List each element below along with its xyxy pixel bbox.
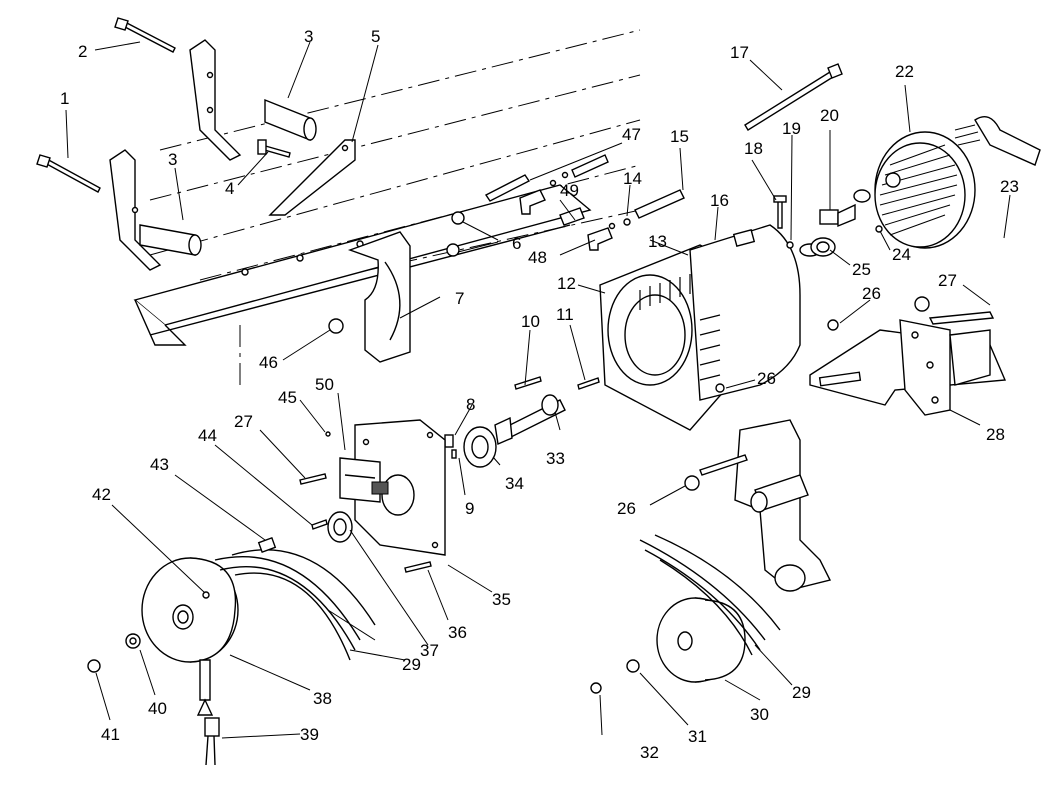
- callout-43: 43: [150, 455, 169, 474]
- callout-37: 37: [420, 641, 439, 660]
- callout-32: 32: [640, 743, 659, 762]
- plate-5: [268, 139, 356, 216]
- callout-7: 7: [455, 289, 464, 308]
- callout-5: 5: [371, 27, 380, 46]
- bracket-left: [109, 149, 202, 271]
- nuts-6-46: [328, 211, 465, 334]
- callout-31: 31: [688, 727, 707, 746]
- callout-23: 23: [1000, 177, 1019, 196]
- bracket-right: [189, 39, 317, 161]
- callout-45: 45: [278, 388, 297, 407]
- plate-35: [299, 419, 446, 573]
- callout-13: 13: [648, 232, 667, 251]
- callout-25: 25: [852, 260, 871, 279]
- callout-26-middle: 26: [757, 369, 776, 388]
- callout-38: 38: [313, 689, 332, 708]
- callout-12: 12: [557, 274, 576, 293]
- callout-10: 10: [521, 312, 540, 331]
- callout-28: 28: [986, 425, 1005, 444]
- callout-29-right: 29: [792, 683, 811, 702]
- callout-2: 2: [78, 42, 87, 61]
- mount-base-28: [715, 296, 1007, 416]
- callout-47: 47: [622, 125, 641, 144]
- callout-34: 34: [505, 474, 524, 493]
- callout-1: 1: [60, 89, 69, 108]
- callout-39: 39: [300, 725, 319, 744]
- callout-labels: 1 2 3 3 4 5 6 7 8 9 10 11 12 13 14 15 16…: [60, 27, 1019, 762]
- callout-14: 14: [623, 169, 642, 188]
- callout-4: 4: [225, 179, 234, 198]
- callout-3-upper: 3: [304, 27, 313, 46]
- callout-33: 33: [546, 449, 565, 468]
- callout-49: 49: [560, 181, 579, 200]
- callout-36: 36: [448, 623, 467, 642]
- shaft-assembly: [444, 376, 600, 468]
- bolt-17: [744, 63, 843, 131]
- callout-22: 22: [895, 62, 914, 81]
- pulley-30: [590, 419, 832, 694]
- motor-assembly: [599, 224, 821, 431]
- callout-35: 35: [492, 590, 511, 609]
- cover-22: [853, 116, 1041, 249]
- callout-20: 20: [820, 106, 839, 125]
- callout-26-lower: 26: [617, 499, 636, 518]
- callout-24: 24: [892, 245, 911, 264]
- clutch-38: [87, 537, 376, 766]
- callout-50: 50: [315, 375, 334, 394]
- callout-27-right: 27: [938, 271, 957, 290]
- callout-3-lower: 3: [168, 150, 177, 169]
- frame-centerlines: [149, 29, 641, 385]
- callout-8: 8: [466, 395, 475, 414]
- switch-20: [810, 203, 856, 257]
- callout-18: 18: [744, 139, 763, 158]
- bolt-2: [114, 17, 176, 53]
- callout-48: 48: [528, 248, 547, 267]
- bracket-7: [347, 231, 411, 363]
- callout-30: 30: [750, 705, 769, 724]
- fasteners-18-19: [773, 195, 794, 249]
- callout-27-left: 27: [234, 412, 253, 431]
- callout-11: 11: [556, 305, 574, 324]
- bolt-4: [257, 139, 291, 158]
- leader-lines: [65, 41, 1011, 739]
- callout-16: 16: [710, 191, 729, 210]
- callout-6: 6: [512, 234, 521, 253]
- callout-19: 19: [782, 119, 801, 138]
- callout-17: 17: [730, 43, 749, 62]
- bolt-1: [36, 154, 101, 193]
- callout-26-right: 26: [862, 284, 881, 303]
- callout-44: 44: [198, 426, 217, 445]
- callout-29-left: 29: [402, 655, 421, 674]
- callout-46: 46: [259, 353, 278, 372]
- callout-9: 9: [465, 499, 474, 518]
- callout-41: 41: [101, 725, 120, 744]
- callout-40: 40: [148, 699, 167, 718]
- callout-15: 15: [670, 127, 689, 146]
- air-fittings: [484, 154, 685, 251]
- callout-42: 42: [92, 485, 111, 504]
